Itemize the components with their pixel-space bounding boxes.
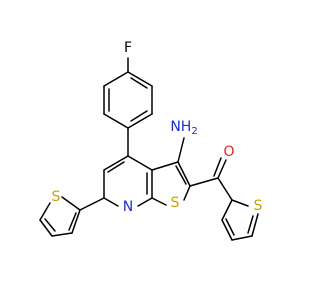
fluorophenyl-ring [103, 57, 153, 129]
amino-subscript: 2 [191, 126, 197, 137]
amino-nh-text: NH [170, 119, 191, 135]
thiophene-fused-ring [151, 161, 191, 206]
pyridine-ring [103, 127, 153, 207]
structure-diagram: F NH2 N S O S S [39, 40, 263, 241]
carbonyl-oxygen-label: O [223, 144, 234, 160]
fluorine-label: F [124, 40, 132, 56]
atom-labels: F NH2 N S O S S [52, 40, 263, 215]
left-thiophene-ring [39, 196, 105, 237]
carbonyl-group [189, 157, 233, 201]
molecule-svg: F NH2 N S O S S [39, 40, 263, 241]
amino-bond [177, 137, 185, 163]
right-thiophene-ring [221, 199, 259, 241]
thieno-sulfur-label: S [171, 195, 180, 211]
amino-label: NH2 [170, 119, 197, 137]
left-thiophene-sulfur-label: S [52, 189, 61, 205]
pyridine-nitrogen-label: N [123, 199, 133, 215]
right-thiophene-sulfur-label: S [254, 198, 263, 214]
